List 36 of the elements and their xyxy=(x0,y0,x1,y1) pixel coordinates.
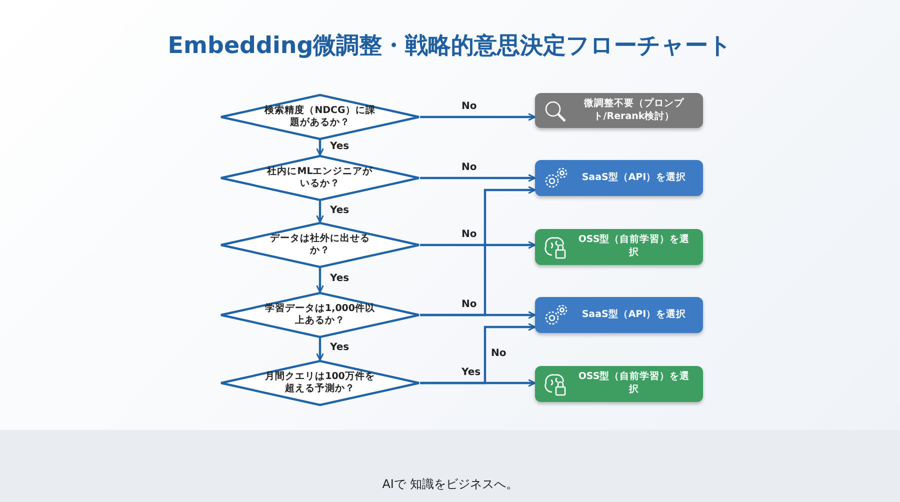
arrow xyxy=(316,268,324,293)
arrow xyxy=(316,201,324,223)
result-box xyxy=(535,297,703,333)
edge-label: No xyxy=(462,229,477,240)
result-box xyxy=(535,229,703,265)
decision-text: 検索精度（NDCG）に課題があるか？ xyxy=(264,104,376,130)
edge-label: No xyxy=(462,299,477,310)
arrow xyxy=(420,241,536,249)
edge-label: Yes xyxy=(330,273,350,284)
arrow xyxy=(316,338,324,361)
edge-label: Yes xyxy=(330,342,350,353)
result-text: SaaS型（API）を選択 xyxy=(582,172,686,184)
arrow xyxy=(420,174,536,182)
decision-text: データは社外に出せるか？ xyxy=(269,232,371,258)
edge-label: No xyxy=(462,101,477,112)
edge-label: Yes xyxy=(462,367,481,378)
result-text: 微調整不要（プロンプト/Rerank検討） xyxy=(582,98,685,124)
arrow xyxy=(316,140,324,156)
chart-title: Embedding微調整・戦略的意思決定フローチャート xyxy=(166,32,734,61)
edge-label: Yes xyxy=(330,140,350,152)
edge-label: No xyxy=(491,348,506,359)
edge-label: Yes xyxy=(330,204,350,216)
arrow xyxy=(420,311,536,319)
result-text: OSS型（自前学習）を選択 xyxy=(577,234,691,260)
edge-label: No xyxy=(462,162,477,173)
decision-text: 月間クエリは100万件を超える予測か？ xyxy=(264,370,376,396)
result-box xyxy=(535,366,703,402)
result-box xyxy=(535,160,703,196)
decision-text: 学習データは1,000件以上あるか？ xyxy=(264,302,376,328)
arrow xyxy=(420,323,536,384)
result-box xyxy=(535,93,703,128)
tagline: AIで 知識をビジネスへ。 xyxy=(381,476,519,493)
result-text: OSS型（自前学習）を選択 xyxy=(577,371,691,397)
decision-text: 社内にMLエンジニアがいるか？ xyxy=(266,166,374,190)
arrow xyxy=(420,113,536,121)
result-text: SaaS型（API）を選択 xyxy=(582,308,686,322)
